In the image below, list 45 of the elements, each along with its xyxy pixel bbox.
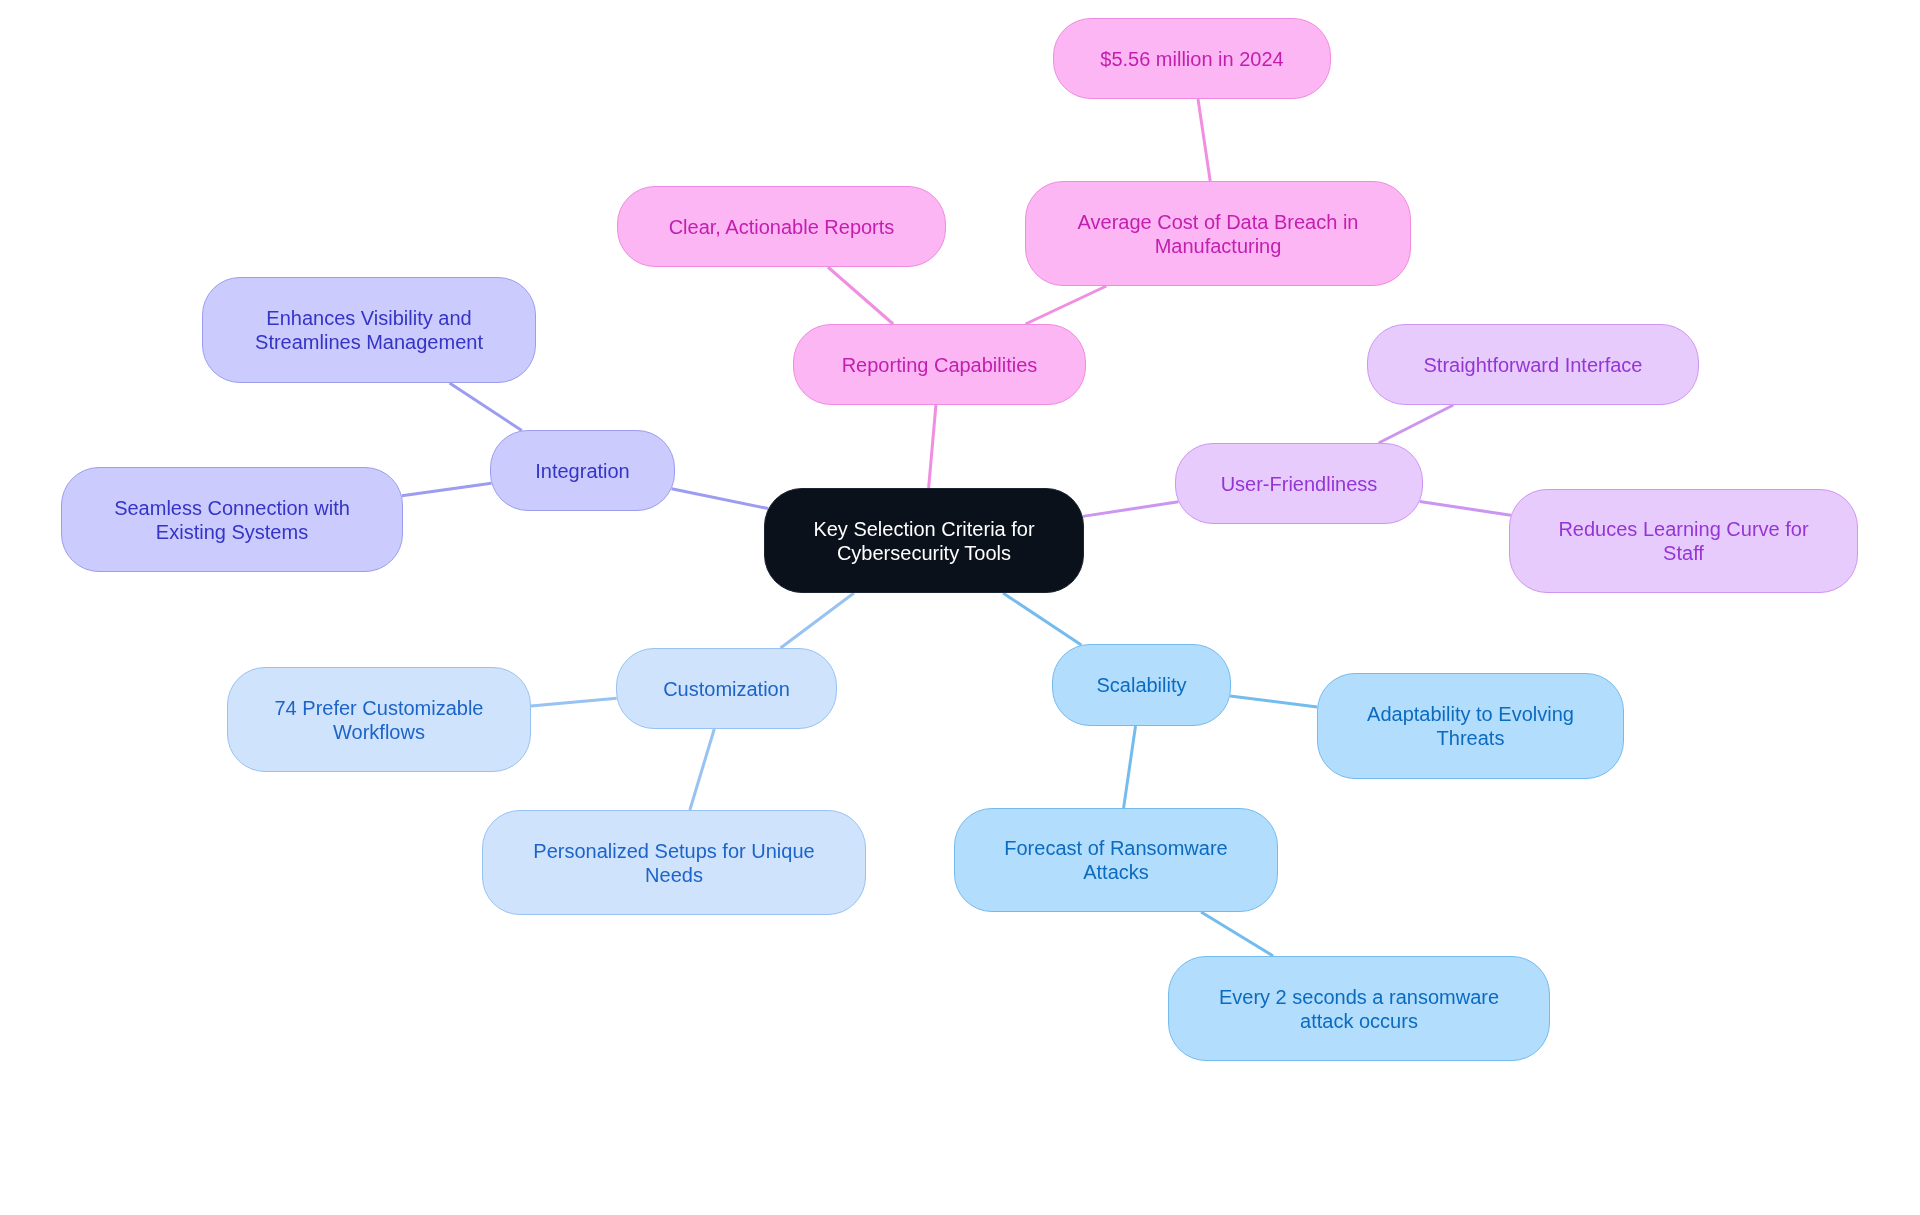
connector-line (1377, 403, 1455, 445)
subtopic-box (1168, 956, 1550, 1061)
topic-label: Key Selection Criteria for Cybersecurity Tools (812, 516, 1036, 565)
connector-line (1082, 500, 1179, 518)
topic-label: Seamless Connection with Existing Systems (113, 495, 351, 544)
connector-line (671, 487, 769, 511)
subtopic-box (1509, 489, 1858, 593)
topic-label: Straightforward Interface (1423, 352, 1643, 377)
connector-line (401, 481, 492, 498)
connector-line (826, 265, 895, 326)
topic-label: Enhances Visibility and Streamlines Management (254, 306, 484, 354)
topic-label: Average Cost of Data Breach in Manufacturing (1076, 209, 1360, 258)
topic-label: Forecast of Ransomware Attacks (1003, 836, 1229, 884)
subtopic-box (1025, 181, 1411, 286)
subtopic-box (1317, 673, 1624, 779)
topic-label: Integration (535, 458, 630, 483)
subtopic-box (61, 467, 403, 572)
connector-line (1229, 694, 1318, 709)
connector-line (1419, 500, 1512, 517)
connector-line (688, 728, 716, 811)
topic-label: $5.56 million in 2024 (1100, 46, 1284, 71)
topic-label: User-Friendliness (1220, 471, 1378, 496)
connector-line (779, 591, 855, 650)
topic-label: Personalized Setups for Unique Needs (532, 838, 816, 887)
connector-line (1122, 725, 1137, 809)
topic-label: Customization (663, 676, 790, 701)
topic-label: Scalability (1096, 673, 1187, 697)
connector-line (927, 404, 938, 489)
topic-label: Reduces Learning Curve for Staff (1557, 517, 1810, 565)
subtopic-box (482, 810, 866, 915)
connector-line (1024, 284, 1108, 326)
topic-label: Reporting Capabilities (841, 352, 1038, 377)
connector-line (530, 696, 617, 708)
topic-label: Adaptability to Evolving Threats (1366, 702, 1575, 750)
connector-line (448, 381, 523, 432)
topic-label: Clear, Actionable Reports (668, 214, 895, 239)
subtopic-box (202, 277, 536, 383)
central-topic-box (764, 488, 1084, 593)
connector-line (1200, 910, 1274, 958)
subtopic-box (227, 667, 531, 772)
subtopic-box (954, 808, 1278, 912)
connector-line (1002, 591, 1083, 647)
connector-line (1196, 98, 1212, 182)
topic-label: Every 2 seconds a ransomware attack occurs (1217, 984, 1501, 1033)
topic-label: 74 Prefer Customizable Workflows (273, 695, 485, 744)
